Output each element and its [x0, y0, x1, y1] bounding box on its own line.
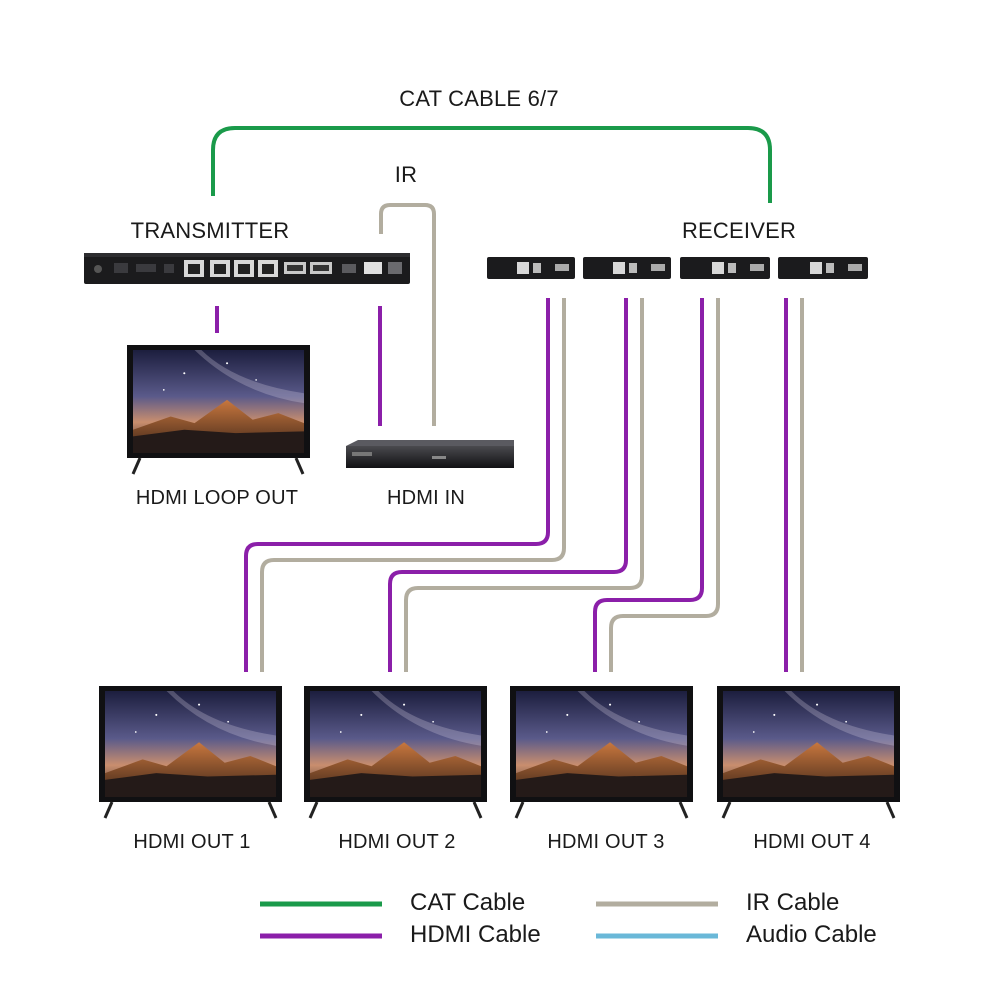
hdmi-out-tv-1 — [99, 686, 282, 819]
hdmi-loop-out-label: HDMI LOOP OUT — [135, 487, 299, 509]
hdmi-cable-out-3 — [593, 298, 704, 672]
ir-cable-line-source — [379, 203, 436, 426]
hdmi-out-3-label: HDMI OUT 3 — [547, 831, 665, 853]
cat-cable-label: CAT CABLE 6/7 — [399, 86, 559, 111]
receiver-device-3 — [680, 257, 770, 279]
legend-label-hdmi: HDMI Cable — [410, 921, 541, 948]
ir-cable-out-1 — [260, 298, 566, 672]
ir-label: IR — [394, 162, 418, 187]
hdmi-in-label: HDMI IN — [386, 487, 466, 509]
hdmi-loop-out-tv — [127, 345, 310, 475]
receiver-label: RECEIVER — [681, 218, 797, 243]
ir-cable-out-2 — [404, 298, 644, 672]
receiver-device-2 — [583, 257, 671, 279]
receiver-device-1 — [487, 257, 575, 279]
legend-label-cat: CAT Cable — [410, 889, 526, 916]
hdmi-out-2-label: HDMI OUT 2 — [338, 831, 456, 853]
transmitter-label: TRANSMITTER — [130, 218, 290, 243]
hdmi-out-4-label: HDMI OUT 4 — [753, 831, 871, 853]
hdmi-out-1-label: HDMI OUT 1 — [133, 831, 251, 853]
hdmi-out-tv-2 — [304, 686, 487, 819]
legend-label-ir: IR Cable — [746, 889, 840, 916]
hdmi-out-tv-4 — [717, 686, 900, 819]
cat-cable-line — [211, 126, 772, 203]
hdmi-in-source-player — [346, 440, 514, 468]
transmitter-device — [84, 253, 410, 284]
receiver-device-4 — [778, 257, 868, 279]
ir-cable-out-3 — [609, 298, 720, 672]
hdmi-cable-out-2 — [388, 298, 628, 672]
legend-label-audio: Audio Cable — [746, 921, 877, 948]
hdmi-out-tv-3 — [510, 686, 693, 819]
hdmi-cable-out-1 — [244, 298, 550, 672]
